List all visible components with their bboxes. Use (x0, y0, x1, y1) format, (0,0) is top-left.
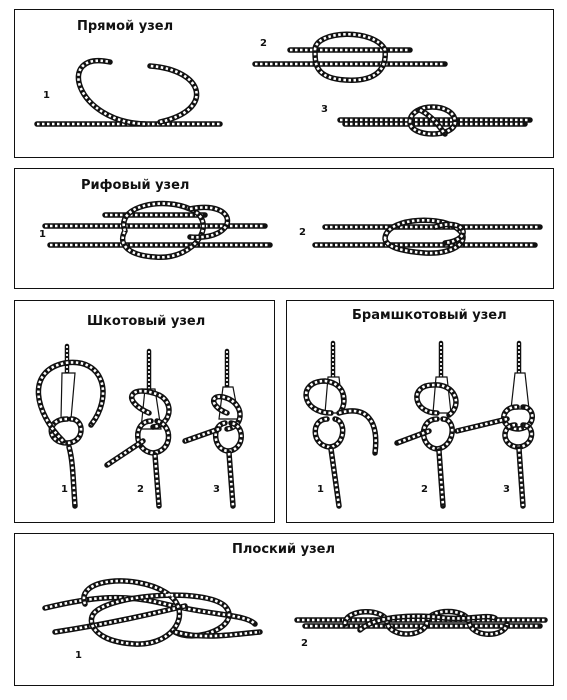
square-knot-step-2-label: 2 (260, 38, 267, 49)
square-knot-step-2-drawing (252, 31, 448, 83)
sheet-bend-step-1-label: 1 (61, 484, 68, 495)
double-sheet-bend-step-1-label: 1 (317, 484, 324, 495)
sheet-bend-panel: Шкотовый узел 1 2 3 (14, 300, 275, 523)
reef-knot-step-1-label: 1 (39, 229, 46, 240)
square-knot-step-3-drawing (337, 104, 533, 137)
double-sheet-bend-step-3-label: 3 (503, 484, 510, 495)
carrick-bend-title: Плоский узел (232, 542, 335, 557)
reef-knot-illustration (42, 200, 543, 260)
reef-knot-step-2-drawing (312, 217, 543, 256)
carrick-bend-step-2-label: 2 (301, 638, 308, 649)
sheet-bend-step-2-drawing (104, 348, 172, 509)
reef-knot-panel: Рифовый узел 1 2 (14, 168, 554, 289)
square-knot-step-3-label: 3 (321, 104, 328, 115)
sheet-bend-step-3-label: 3 (213, 484, 220, 495)
carrick-bend-step-2-drawing (294, 608, 548, 637)
sheet-bend-illustration (35, 343, 244, 509)
sheet-bend-title: Шкотовый узел (87, 314, 206, 329)
sheet-bend-step-1-drawing (35, 343, 106, 509)
square-knot-panel: Прямой узел 1 2 3 (14, 9, 554, 158)
carrick-bend-panel: Плоский узел 1 2 (14, 533, 554, 686)
square-knot-step-1-drawing (34, 57, 223, 127)
reef-knot-step-1-drawing (42, 200, 273, 260)
reef-knot-title: Рифовый узел (81, 178, 190, 193)
square-knot-illustration (34, 31, 533, 137)
double-sheet-bend-step-3-drawing (454, 340, 535, 509)
double-sheet-bend-title: Брамшкотовый узел (352, 308, 507, 323)
double-sheet-bend-step-1-drawing (303, 340, 379, 509)
double-sheet-bend-panel: Брамшкотовый узел 1 2 3 (286, 300, 554, 523)
reef-knot-step-2-label: 2 (299, 227, 306, 238)
square-knot-step-1-label: 1 (43, 90, 50, 101)
square-knot-title: Прямой узел (77, 19, 174, 34)
double-sheet-bend-illustration (303, 340, 535, 509)
double-sheet-bend-step-2-label: 2 (421, 484, 428, 495)
carrick-bend-step-1-drawing (42, 578, 263, 647)
sheet-bend-step-2-label: 2 (137, 484, 144, 495)
carrick-bend-step-1-label: 1 (75, 650, 82, 661)
sheet-bend-step-3-drawing (182, 348, 244, 509)
carrick-bend-illustration (42, 578, 548, 647)
double-sheet-bend-step-2-drawing (394, 340, 459, 509)
